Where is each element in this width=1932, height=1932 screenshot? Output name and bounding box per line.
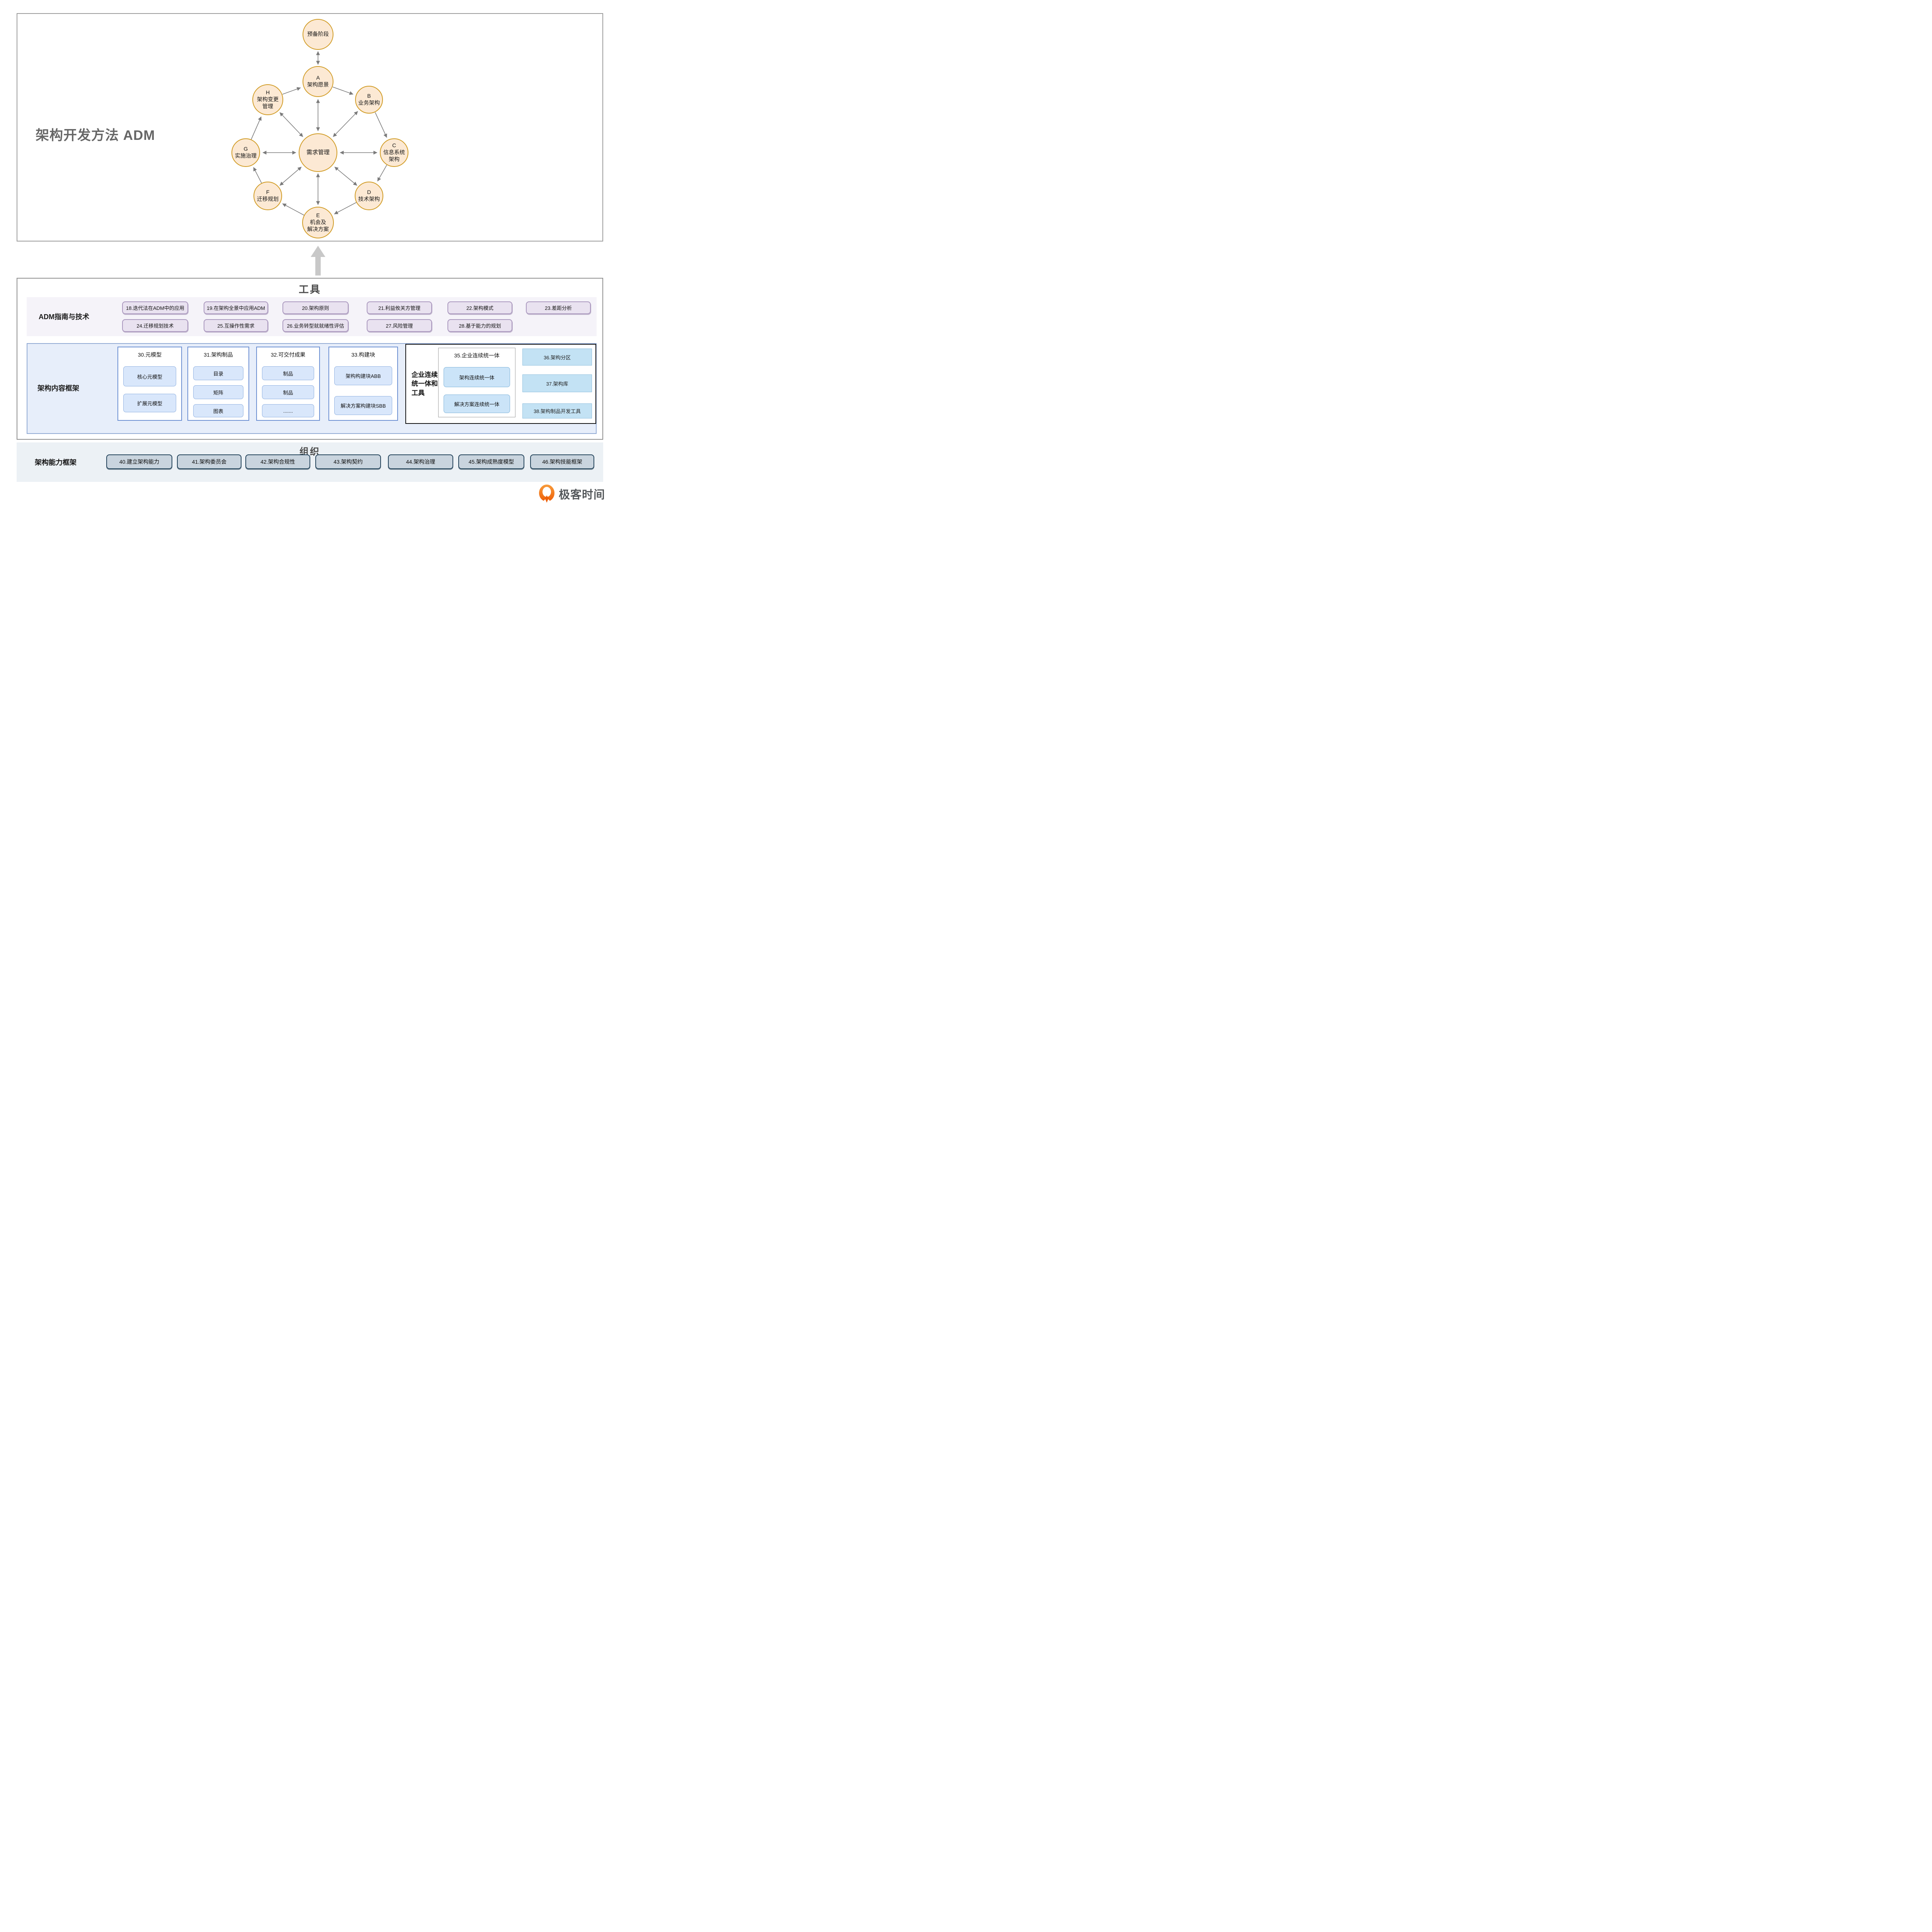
- guideline-item-21: 21.利益攸关方管理: [367, 301, 432, 314]
- adm-node-d-technology: D 技术架构: [355, 182, 383, 210]
- guideline-item-20: 20.架构原则: [282, 301, 349, 314]
- group-title: 32.可交付成果: [270, 352, 306, 358]
- adm-panel: [17, 13, 603, 242]
- adm-node-a-vision: A 架构愿景: [303, 66, 333, 97]
- group-deliverables: 32.可交付成果 制品 制品 .......: [256, 347, 320, 421]
- tools-header: 工具: [298, 284, 321, 295]
- content-item: 目录: [193, 366, 243, 380]
- group-artifacts: 31.架构制品 目录 矩阵 图表: [187, 347, 249, 421]
- guideline-item-25: 25.互操作性需求: [204, 319, 268, 332]
- capability-item-41: 41.架构委员会: [177, 454, 242, 469]
- guideline-item-23: 23.差距分析: [526, 301, 591, 314]
- capability-item-40: 40.建立架构能力: [106, 454, 172, 469]
- continuum-label: 企业连续 统一体和 工具: [412, 371, 438, 397]
- content-item: 解决方案构建块SBB: [334, 396, 392, 415]
- content-item: 制品: [262, 366, 314, 380]
- guideline-item-28: 28.基于能力的规划: [447, 319, 512, 332]
- capability-item-42: 42.架构合规性: [245, 454, 310, 469]
- group-title: 35.企业连续统一体: [454, 352, 500, 359]
- content-item: 矩阵: [193, 385, 243, 399]
- adm-title: 架构开发方法 ADM: [36, 128, 155, 143]
- guideline-item-27: 27.风险管理: [367, 319, 432, 332]
- capability-framework-label: 架构能力框架: [35, 459, 77, 466]
- content-item: 架构连续统一体: [444, 367, 510, 387]
- adm-node-c-information-systems: C 信息系统 架构: [380, 138, 408, 167]
- adm-node-h-change-management: H 架构变更 管理: [252, 84, 283, 115]
- guideline-item-18: 18.迭代法在ADM中的应用: [122, 301, 188, 314]
- adm-node-g-governance: G 实施治理: [231, 138, 260, 167]
- togaf-adm-diagram: 架构开发方法 ADM: [0, 0, 618, 506]
- group-title: 31.架构制品: [204, 352, 233, 358]
- adm-node-requirements: 需求管理: [299, 133, 337, 172]
- content-item: 扩展元模型: [123, 394, 176, 412]
- geektime-logo-icon: [539, 485, 554, 503]
- content-item: 架构构建块ABB: [334, 366, 392, 385]
- continuum-side-item: 37.架构库: [522, 374, 592, 392]
- content-item: 解决方案连续统一体: [444, 395, 510, 413]
- group-title: 30.元模型: [138, 352, 162, 358]
- guideline-item-26: 26.业务转型就就绪性评估: [282, 319, 349, 332]
- adm-node-f-migration: F 迁移规划: [253, 182, 282, 210]
- guideline-item-19: 19.在架构全景中应用ADM: [204, 301, 268, 314]
- enterprise-continuum-box: 35.企业连续统一体 架构连续统一体 解决方案连续统一体: [438, 348, 515, 417]
- capability-item-44: 44.架构治理: [388, 454, 453, 469]
- geektime-logo-text: 极客时间: [559, 489, 605, 501]
- adm-node-b-business: B 业务架构: [355, 86, 383, 114]
- capability-item-43: 43.架构契约: [315, 454, 381, 469]
- section-connector-arrow: [311, 246, 325, 276]
- content-item: 核心元模型: [123, 366, 176, 386]
- geektime-logo: 极客时间: [539, 485, 605, 503]
- guideline-item-22: 22.架构模式: [447, 301, 512, 314]
- group-building-blocks: 33.构建块 架构构建块ABB 解决方案构建块SBB: [328, 347, 398, 421]
- capability-item-46: 46.架构技能框架: [530, 454, 594, 469]
- continuum-side-item: 36.架构分区: [522, 349, 592, 366]
- content-item: 制品: [262, 385, 314, 399]
- continuum-side-item: 38.架构制品开发工具: [522, 403, 592, 418]
- adm-node-e-opportunities: E 机会及 解决方案: [302, 207, 334, 238]
- group-title: 33.构建块: [351, 352, 375, 358]
- adm-node-preliminary: 预备阶段: [303, 19, 333, 50]
- content-item: .......: [262, 404, 314, 417]
- capability-item-45: 45.架构成熟度模型: [458, 454, 524, 469]
- guideline-item-24: 24.迁移规划技术: [122, 319, 188, 332]
- content-framework-label: 架构内容框架: [37, 384, 79, 392]
- continuum-box: 企业连续 统一体和 工具 35.企业连续统一体 架构连续统一体 解决方案连续统一…: [405, 344, 596, 424]
- guidelines-label: ADM指南与技术: [39, 313, 89, 321]
- group-metamodel: 30.元模型 核心元模型 扩展元模型: [117, 347, 182, 421]
- content-item: 图表: [193, 404, 243, 417]
